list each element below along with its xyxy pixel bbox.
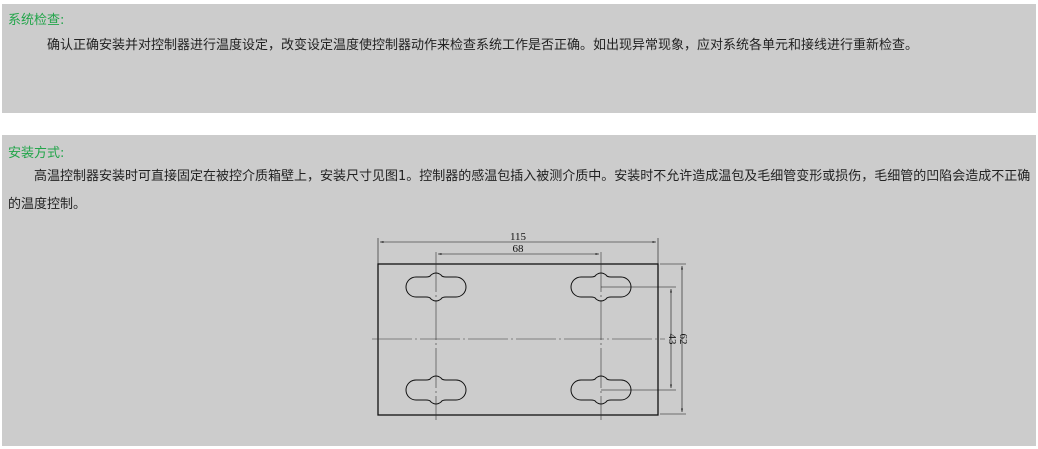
installation-text: 高温控制器安装时可直接固定在被控介质箱壁上，安装尺寸见图1。控制器的感温包插入被… (8, 169, 1031, 212)
installation-heading: 安装方式: (8, 146, 65, 161)
dim-width-label: 115 (510, 231, 527, 243)
center-lines (372, 252, 665, 420)
dim-height-label: 62 (677, 334, 689, 345)
installation-panel: 安装方式: 高温控制器安装时可直接固定在被控介质箱壁上，安装尺寸见图1。控制器的… (2, 135, 1036, 446)
controller-outline (377, 263, 659, 416)
dim-hole-v-label: 43 (666, 334, 678, 346)
dim-hole-h-label: 68 (513, 243, 525, 255)
system-check-heading: 系统检查: (8, 13, 65, 28)
system-check-text: 确认正确安装并对控制器进行温度设定，改变设定温度使控制器动作来检查系统工作是否正… (47, 38, 919, 53)
mounting-slots (405, 272, 632, 405)
system-check-panel: 系统检查: 确认正确安装并对控制器进行温度设定，改变设定温度使控制器动作来检查系… (2, 4, 1036, 113)
